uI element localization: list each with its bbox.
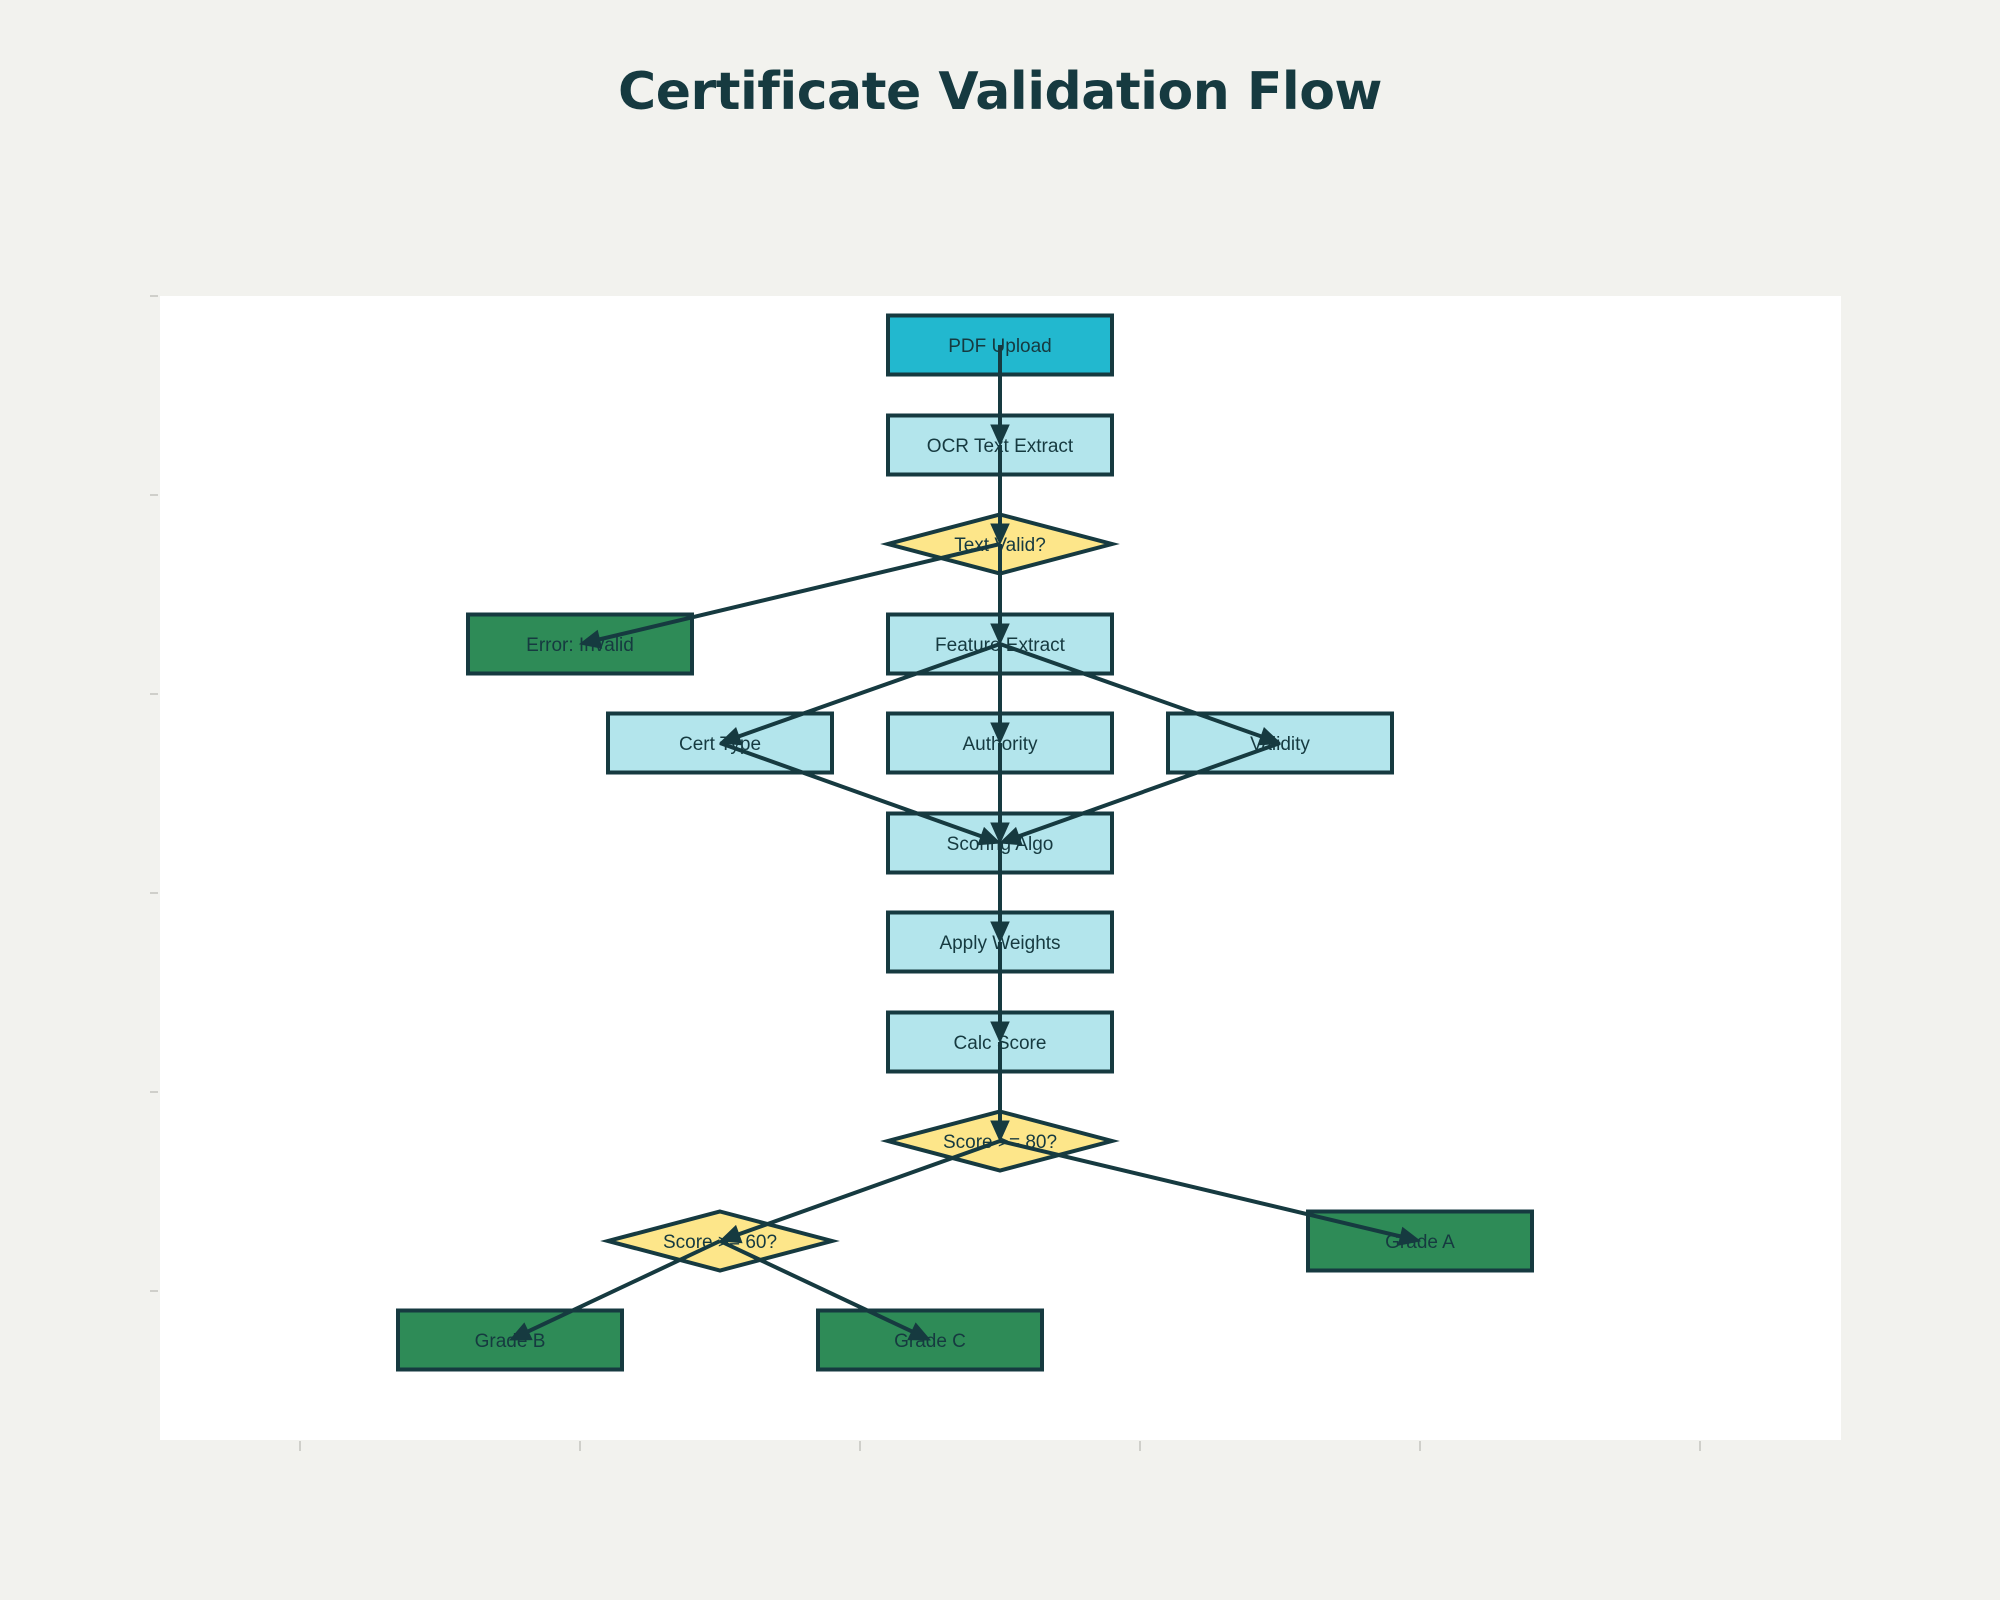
edge-line	[719, 741, 982, 839]
edge-authority-to-scoring	[990, 743, 1010, 845]
arrowhead	[578, 629, 603, 649]
edge-ocr-to-textvalid	[990, 445, 1010, 546]
edge-line	[1018, 741, 1281, 839]
edge-scoring-to-weights	[990, 843, 1010, 944]
node-label: Error: Invalid	[526, 635, 634, 656]
arrowhead	[508, 1322, 533, 1341]
edge-line	[527, 1239, 721, 1334]
edge-pdf-to-ocr	[990, 345, 1010, 447]
edge-weights-to-calc	[990, 942, 1010, 1044]
edge-line	[738, 642, 1001, 739]
edge-validity-to-scoring	[998, 741, 1281, 846]
edge-score60-to-gradeB	[508, 1239, 721, 1341]
arrowhead	[990, 424, 1010, 447]
edge-line	[598, 542, 1001, 642]
arrowhead	[1257, 726, 1282, 746]
edge-feature-to-authority	[990, 644, 1010, 745]
edge-score60-to-gradeC	[719, 1239, 932, 1341]
edge-score80-to-gradeA	[999, 1139, 1422, 1246]
edge-certtype-to-scoring	[719, 741, 1002, 846]
edge-textvalid-to-error	[578, 542, 1001, 649]
edge-line	[719, 1239, 913, 1334]
arrowhead	[990, 722, 1010, 745]
arrowhead	[718, 726, 743, 746]
edge-line	[999, 642, 1262, 739]
edge-line	[999, 1139, 1402, 1239]
arrowhead	[977, 826, 1002, 846]
edge-feature-to-validity	[999, 642, 1282, 746]
arrowhead	[990, 1120, 1010, 1143]
edge-textvalid-to-feature	[990, 544, 1010, 646]
node-label: Grade B	[475, 1331, 546, 1352]
arrowhead	[718, 1224, 743, 1244]
edge-score80-to-score60	[718, 1139, 1001, 1244]
arrowhead	[907, 1322, 932, 1341]
chart-title: Certificate Validation Flow	[618, 62, 1382, 122]
arrowhead	[990, 523, 1010, 546]
arrowhead	[998, 826, 1023, 846]
edge-feature-to-certtype	[718, 642, 1001, 746]
edge-calc-to-score80	[990, 1042, 1010, 1143]
arrowhead	[990, 623, 1010, 646]
edge-line	[738, 1139, 1001, 1237]
arrowhead	[990, 921, 1010, 944]
arrowhead	[990, 1021, 1010, 1044]
node-label: Grade C	[894, 1331, 966, 1352]
arrowhead	[1397, 1226, 1422, 1246]
arrowhead	[990, 822, 1010, 845]
